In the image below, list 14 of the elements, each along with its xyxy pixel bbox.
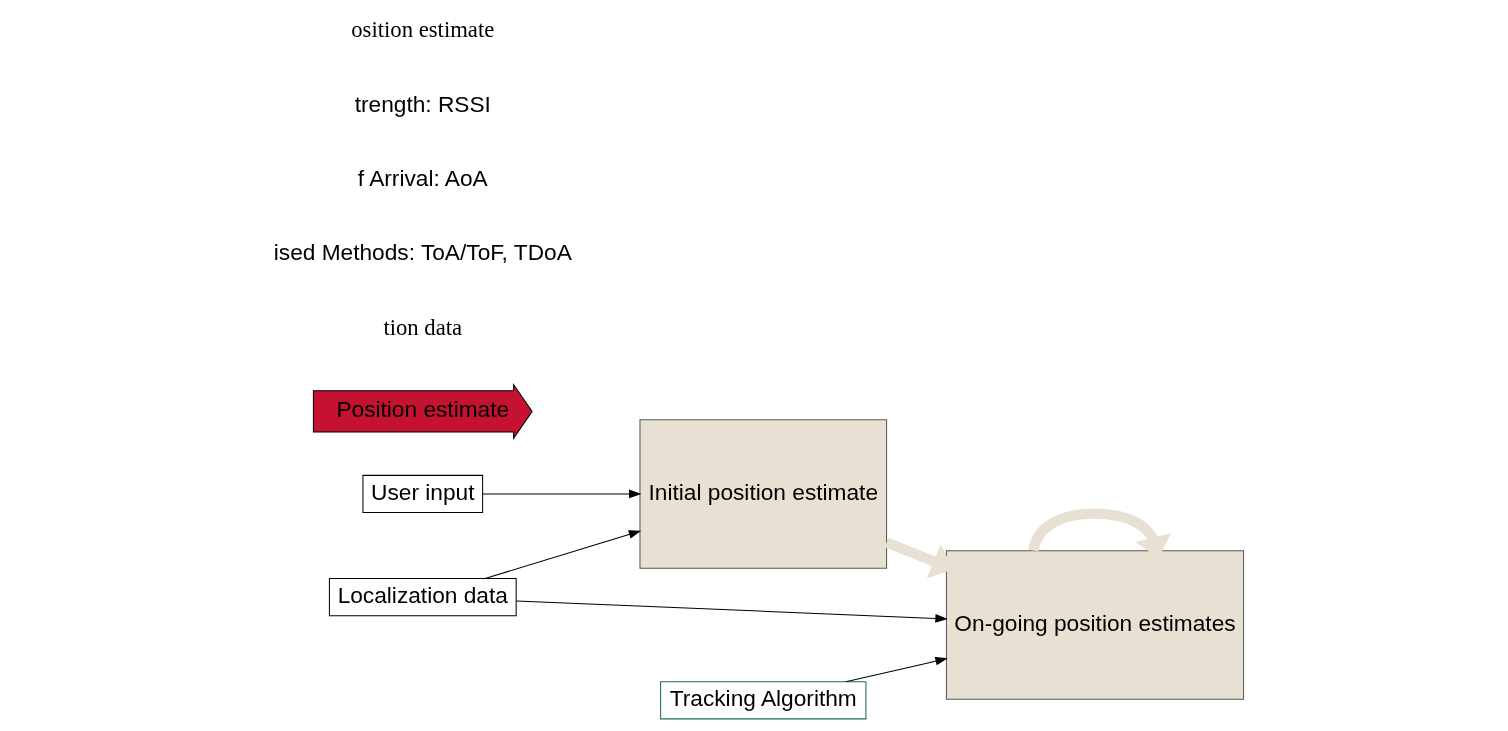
node-box: On-going position estimates — [945, 549, 1244, 700]
label: ised Methods: ToA/ToF, TDoA — [273, 238, 572, 265]
node-box: Initial position estimate — [638, 418, 887, 569]
node-box: Localization data — [328, 577, 517, 616]
label: osition estimate — [350, 16, 494, 42]
arrow — [515, 599, 948, 623]
arrow — [481, 489, 641, 498]
label: tion data — [382, 314, 462, 340]
arrow — [484, 529, 641, 579]
arrow — [844, 656, 948, 682]
label: trength: RSSI — [354, 90, 491, 117]
node-box: Tracking Algorithm — [659, 680, 866, 719]
node-box: User input — [361, 474, 483, 513]
label: f Arrival: AoA — [357, 164, 488, 191]
